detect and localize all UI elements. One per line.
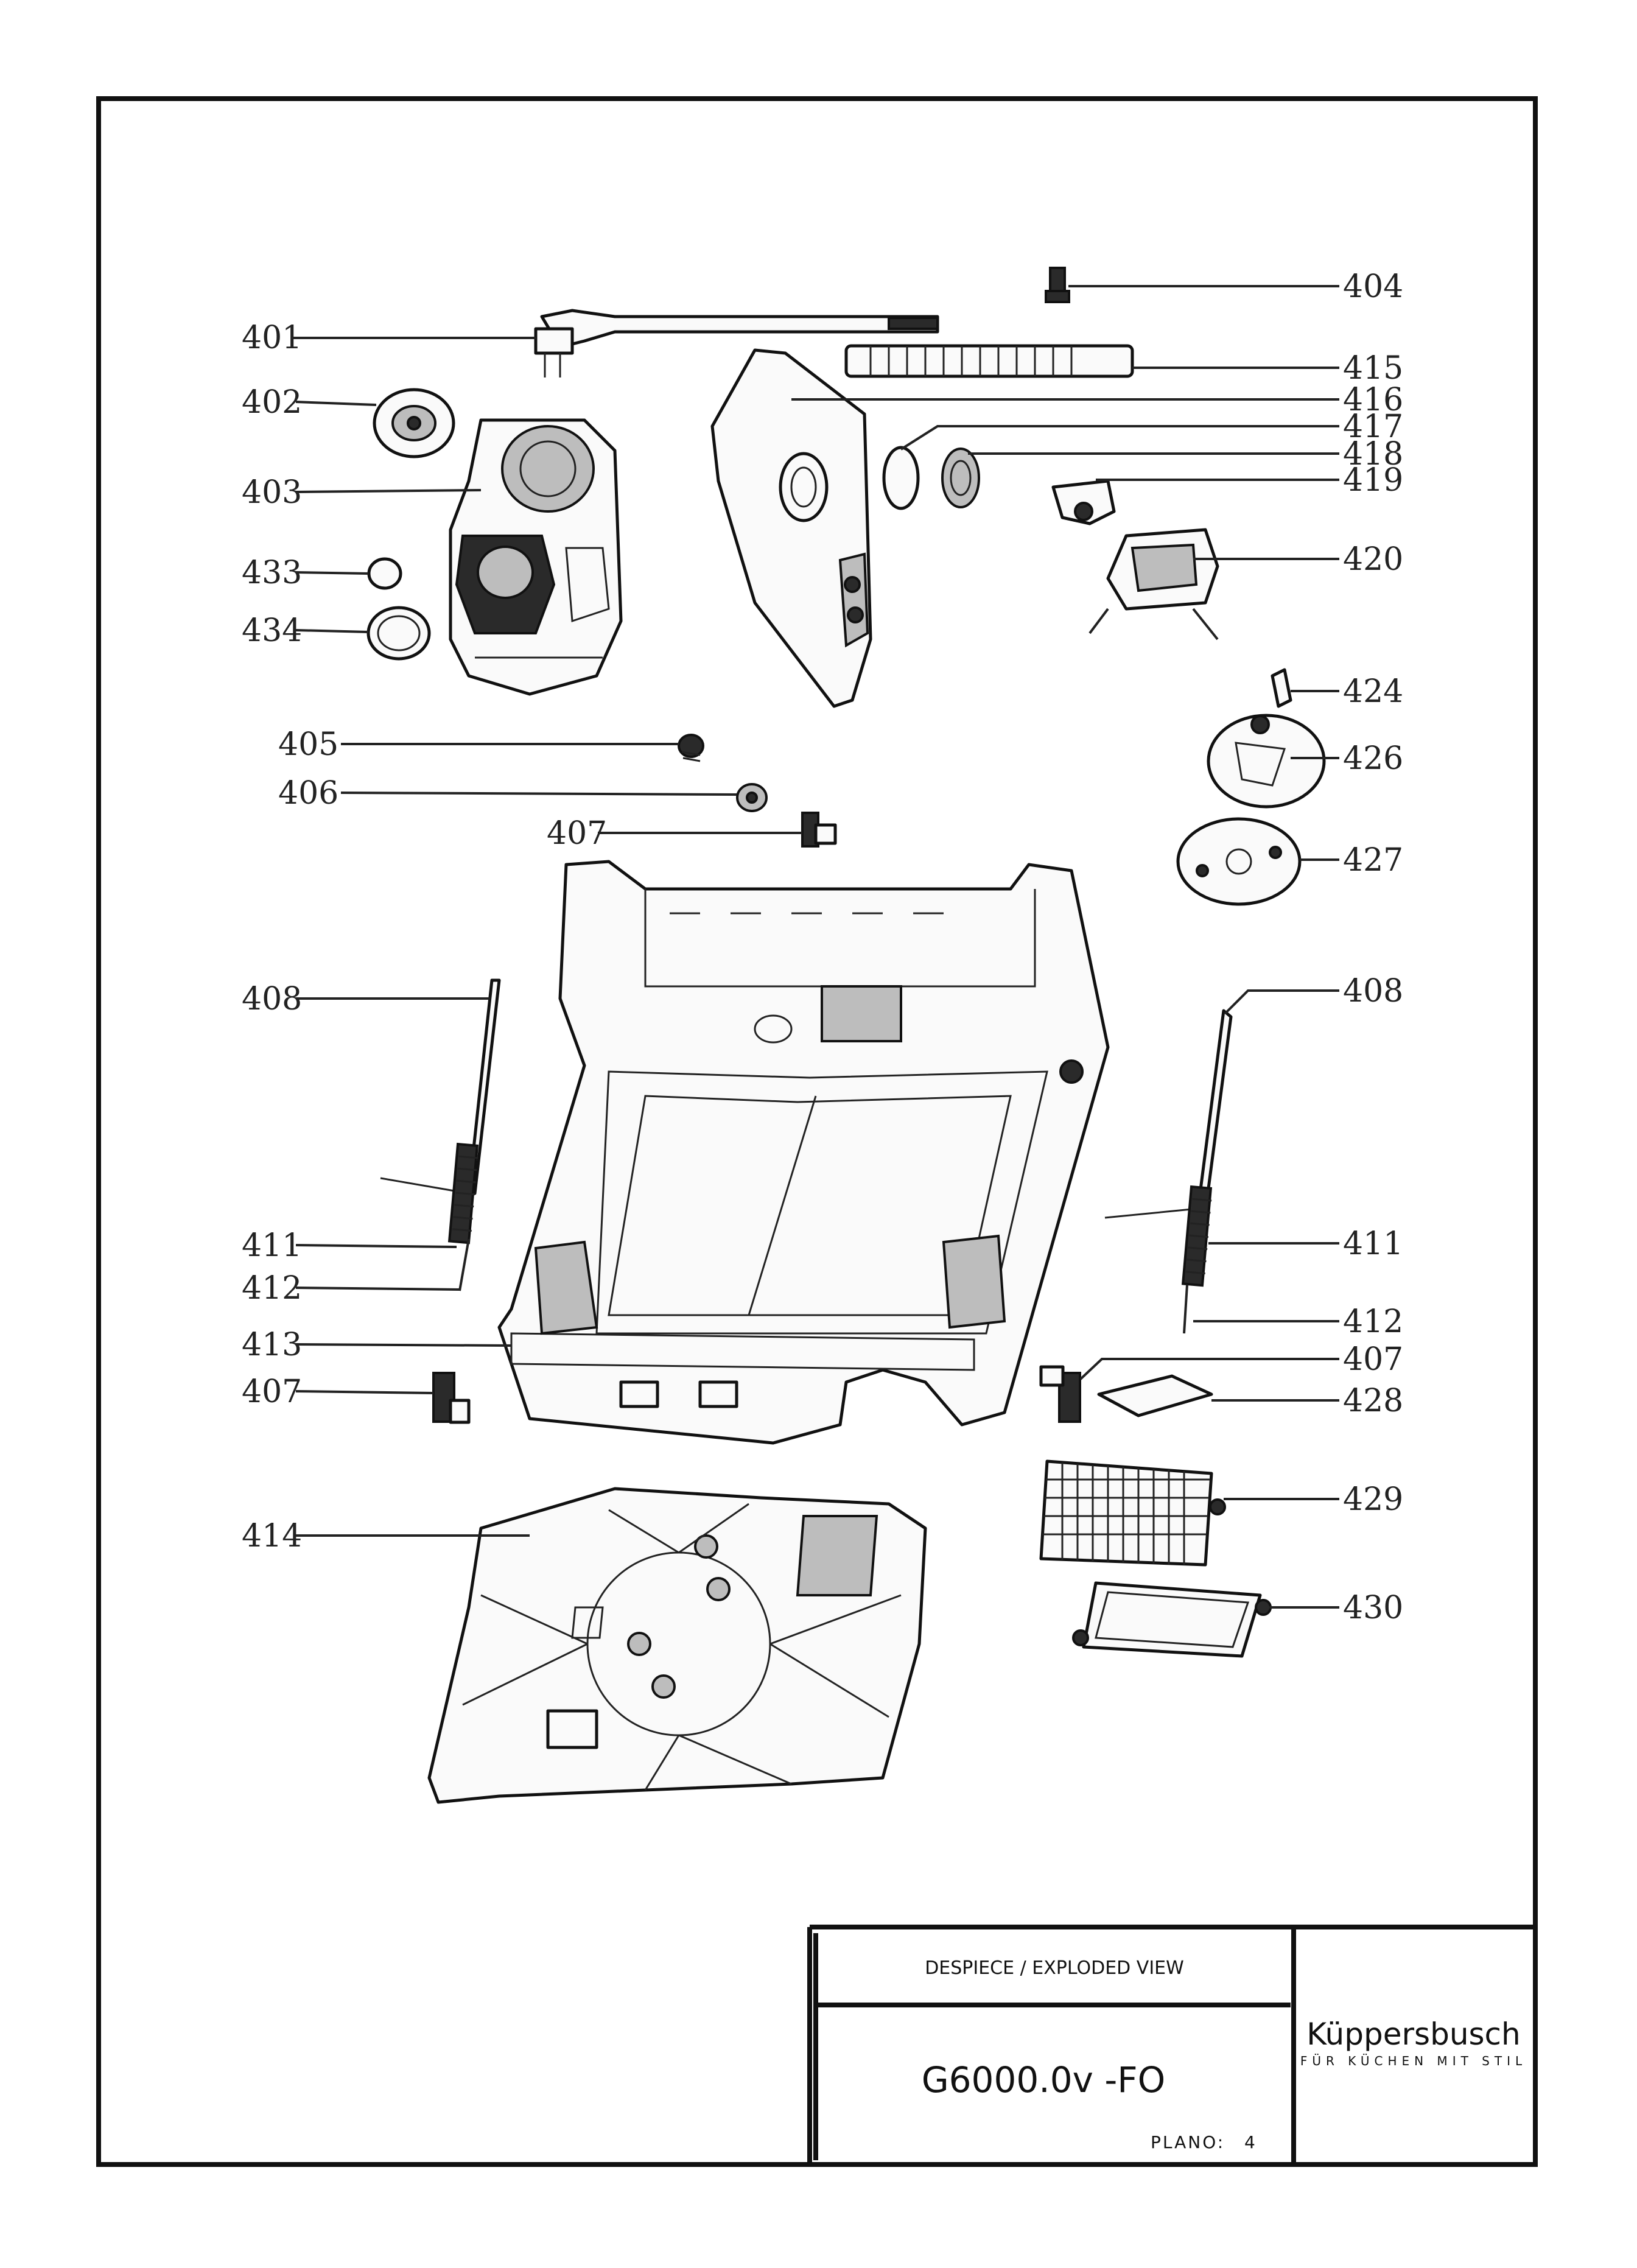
plano-number: 4: [1244, 2132, 1255, 2152]
callout-403: 403: [242, 474, 302, 511]
callout-402: 402: [242, 384, 302, 421]
callout-408-left: 408: [242, 981, 302, 1017]
small-ring-part: [367, 557, 402, 590]
foot-screw-407b-part: [432, 1372, 471, 1424]
screw-405-part: [678, 734, 704, 762]
hinge-rod-right-part: [1104, 1009, 1233, 1334]
plano-label: PLANO:: [1151, 2132, 1225, 2152]
parts-illustration: [366, 267, 1326, 1804]
callout-406: 406: [278, 775, 338, 812]
callout-407-left: 407: [242, 1374, 302, 1410]
flat-disc-part: [1176, 817, 1302, 906]
model-number: G6000.0v -FO: [922, 2059, 1166, 2101]
callout-419: 419: [1343, 462, 1403, 499]
base-tray-part: [427, 1487, 927, 1804]
drain-pump-part: [1088, 528, 1219, 641]
brand-logo-text: Küppersbusch: [1306, 2017, 1521, 2052]
filter-cage-part: [1039, 1459, 1226, 1567]
callout-424: 424: [1343, 673, 1403, 710]
callout-405: 405: [278, 726, 338, 763]
callout-415: 415: [1343, 350, 1403, 387]
callout-430: 430: [1343, 1590, 1403, 1626]
hinge-rod-left-part: [380, 978, 501, 1291]
callout-413: 413: [242, 1327, 302, 1363]
cover-plate-part: [1072, 1581, 1272, 1658]
brand-tagline: FÜR KÜCHEN MIT STIL: [1300, 2054, 1527, 2068]
side-panel-part: [710, 348, 872, 708]
screw-404-part: [1045, 267, 1070, 303]
callout-411-right: 411: [1343, 1226, 1403, 1262]
callout-407-right: 407: [1343, 1341, 1403, 1378]
filter-disk-part: [941, 448, 980, 508]
callout-416: 416: [1343, 382, 1403, 418]
large-ring-part: [366, 606, 431, 661]
base-frame-part: [497, 860, 1110, 1445]
callout-428: 428: [1343, 1383, 1403, 1419]
valve-cap-part: [1051, 479, 1116, 525]
callout-412-right: 412: [1343, 1304, 1403, 1340]
callout-labels: 401 402 403 433 434 405 406 407 408 411 …: [242, 269, 1403, 1626]
callout-408-right: 408: [1343, 973, 1403, 1009]
power-cord-part: [534, 309, 939, 377]
foot-screw-407a-part: [801, 812, 837, 848]
drawing-frame: [96, 96, 1538, 2167]
title-heading: DESPIECE / EXPLODED VIEW: [925, 1957, 1184, 1979]
sump-part: [1207, 714, 1326, 809]
callout-434: 434: [242, 613, 302, 649]
pump-motor-part: [449, 418, 623, 696]
foot-screw-407c-part: [1039, 1365, 1081, 1423]
callout-418: 418: [1343, 436, 1403, 472]
callout-411-left: 411: [242, 1227, 302, 1264]
title-block: DESPIECE / EXPLODED VIEW G6000.0v -FO PL…: [807, 1925, 1535, 2164]
wheel-part: [373, 388, 455, 458]
clip-424-part: [1271, 668, 1292, 708]
callout-404: 404: [1343, 269, 1403, 305]
nut-406-part: [736, 783, 768, 812]
callout-420: 420: [1343, 541, 1403, 578]
leader-lines: [293, 285, 1339, 1609]
callout-407-top: 407: [547, 815, 607, 852]
gasket-plate-part: [1097, 1374, 1213, 1417]
callout-412-left: 412: [242, 1270, 302, 1307]
callout-414: 414: [242, 1518, 302, 1554]
hose-part: [844, 344, 1134, 378]
callout-433: 433: [242, 555, 302, 591]
callout-401: 401: [242, 320, 302, 356]
callout-417: 417: [1343, 409, 1403, 445]
o-ring-part: [882, 446, 920, 510]
callout-429: 429: [1343, 1481, 1403, 1518]
callout-427: 427: [1343, 842, 1403, 879]
callout-426: 426: [1343, 740, 1403, 777]
